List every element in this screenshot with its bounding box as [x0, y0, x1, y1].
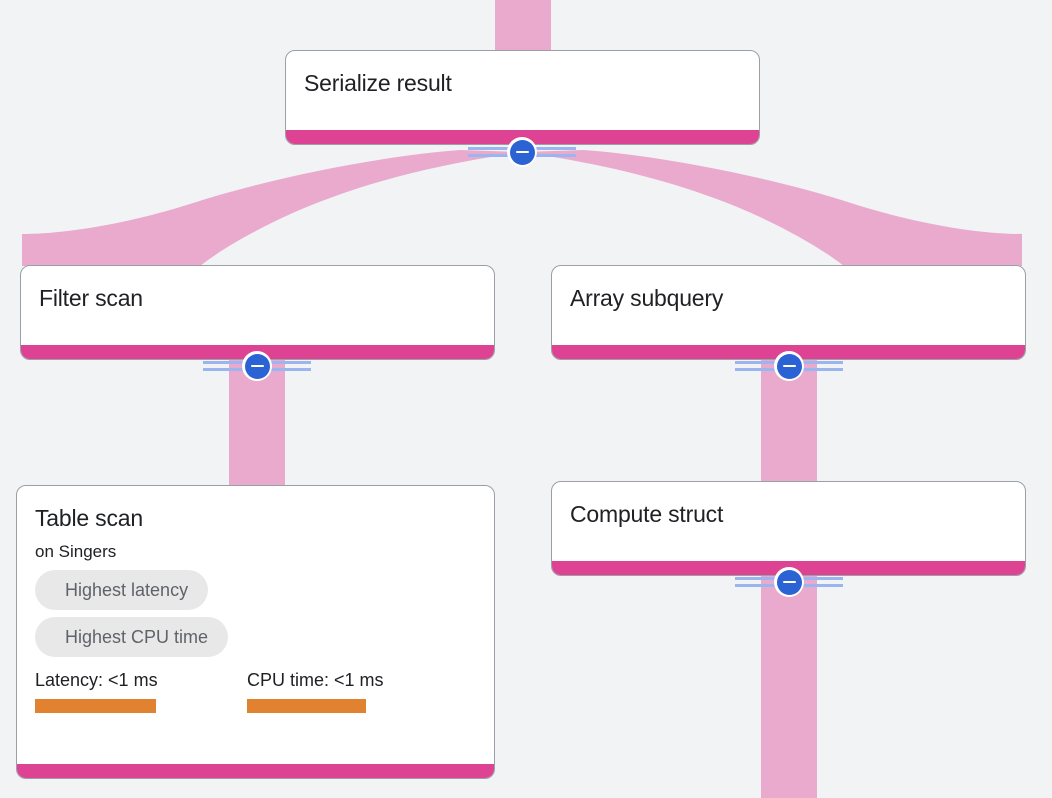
node-title: Compute struct	[570, 501, 724, 527]
metric-cpu-time-label: CPU time: <1 ms	[247, 670, 384, 691]
toggle-knob[interactable]	[774, 567, 804, 597]
edge-array-subquery-to-compute-struct	[761, 360, 817, 486]
node-compute-struct[interactable]: Compute struct	[551, 481, 1026, 576]
node-body: Serialize result	[286, 51, 759, 130]
node-array-subquery[interactable]: Array subquery	[551, 265, 1026, 360]
node-body: Table scan on Singers Highest latency Hi…	[17, 486, 494, 764]
metric-cpu-time: CPU time: <1 ms	[247, 670, 459, 713]
minus-glyph	[515, 150, 529, 154]
node-filter-scan[interactable]: Filter scan	[20, 265, 495, 360]
edge-serialize-result-to-filter-scan	[22, 150, 521, 266]
node-metrics: Latency: <1 ms CPU time: <1 ms	[35, 670, 476, 713]
edge-offscreen-to-serialize-result	[495, 0, 551, 52]
minus-glyph	[782, 580, 796, 584]
node-title: Table scan	[35, 505, 143, 531]
node-title: Filter scan	[39, 285, 143, 311]
node-serialize-result[interactable]: Serialize result	[285, 50, 760, 145]
toggle-compute-struct[interactable]	[735, 567, 843, 597]
minus-icon	[244, 353, 270, 379]
metric-cpu-time-bar	[247, 698, 366, 713]
minus-glyph	[250, 364, 264, 368]
edge-filter-scan-to-table-scan	[229, 360, 285, 486]
minus-icon	[509, 139, 535, 165]
minus-glyph	[782, 364, 796, 368]
node-badges: Highest latency Highest CPU time	[35, 570, 476, 664]
edge-serialize-result-to-array-subquery	[523, 150, 1022, 266]
badge-highest-cpu-time[interactable]: Highest CPU time	[35, 617, 229, 658]
node-footer-bar	[17, 764, 494, 778]
metric-latency-bar-track	[35, 698, 247, 713]
toggle-array-subquery[interactable]	[735, 351, 843, 381]
metric-latency-bar	[35, 698, 156, 713]
minus-icon	[776, 353, 802, 379]
node-subtitle: on Singers	[35, 541, 117, 561]
metric-latency: Latency: <1 ms	[35, 670, 247, 713]
toggle-knob[interactable]	[774, 351, 804, 381]
node-body: Compute struct	[552, 482, 1025, 561]
badge-highest-latency[interactable]: Highest latency	[35, 570, 209, 611]
node-body: Array subquery	[552, 266, 1025, 345]
node-title: Serialize result	[304, 70, 452, 96]
toggle-knob[interactable]	[507, 137, 537, 167]
edge-compute-struct-to-offscreen	[761, 576, 817, 798]
node-body: Filter scan	[21, 266, 494, 345]
toggle-knob[interactable]	[242, 351, 272, 381]
metric-cpu-time-bar-track	[247, 698, 459, 713]
metric-latency-label: Latency: <1 ms	[35, 670, 158, 691]
toggle-serialize-result[interactable]	[468, 137, 576, 167]
minus-icon	[776, 569, 802, 595]
node-title: Array subquery	[570, 285, 724, 311]
toggle-filter-scan[interactable]	[203, 351, 311, 381]
node-table-scan[interactable]: Table scan on Singers Highest latency Hi…	[16, 485, 495, 779]
